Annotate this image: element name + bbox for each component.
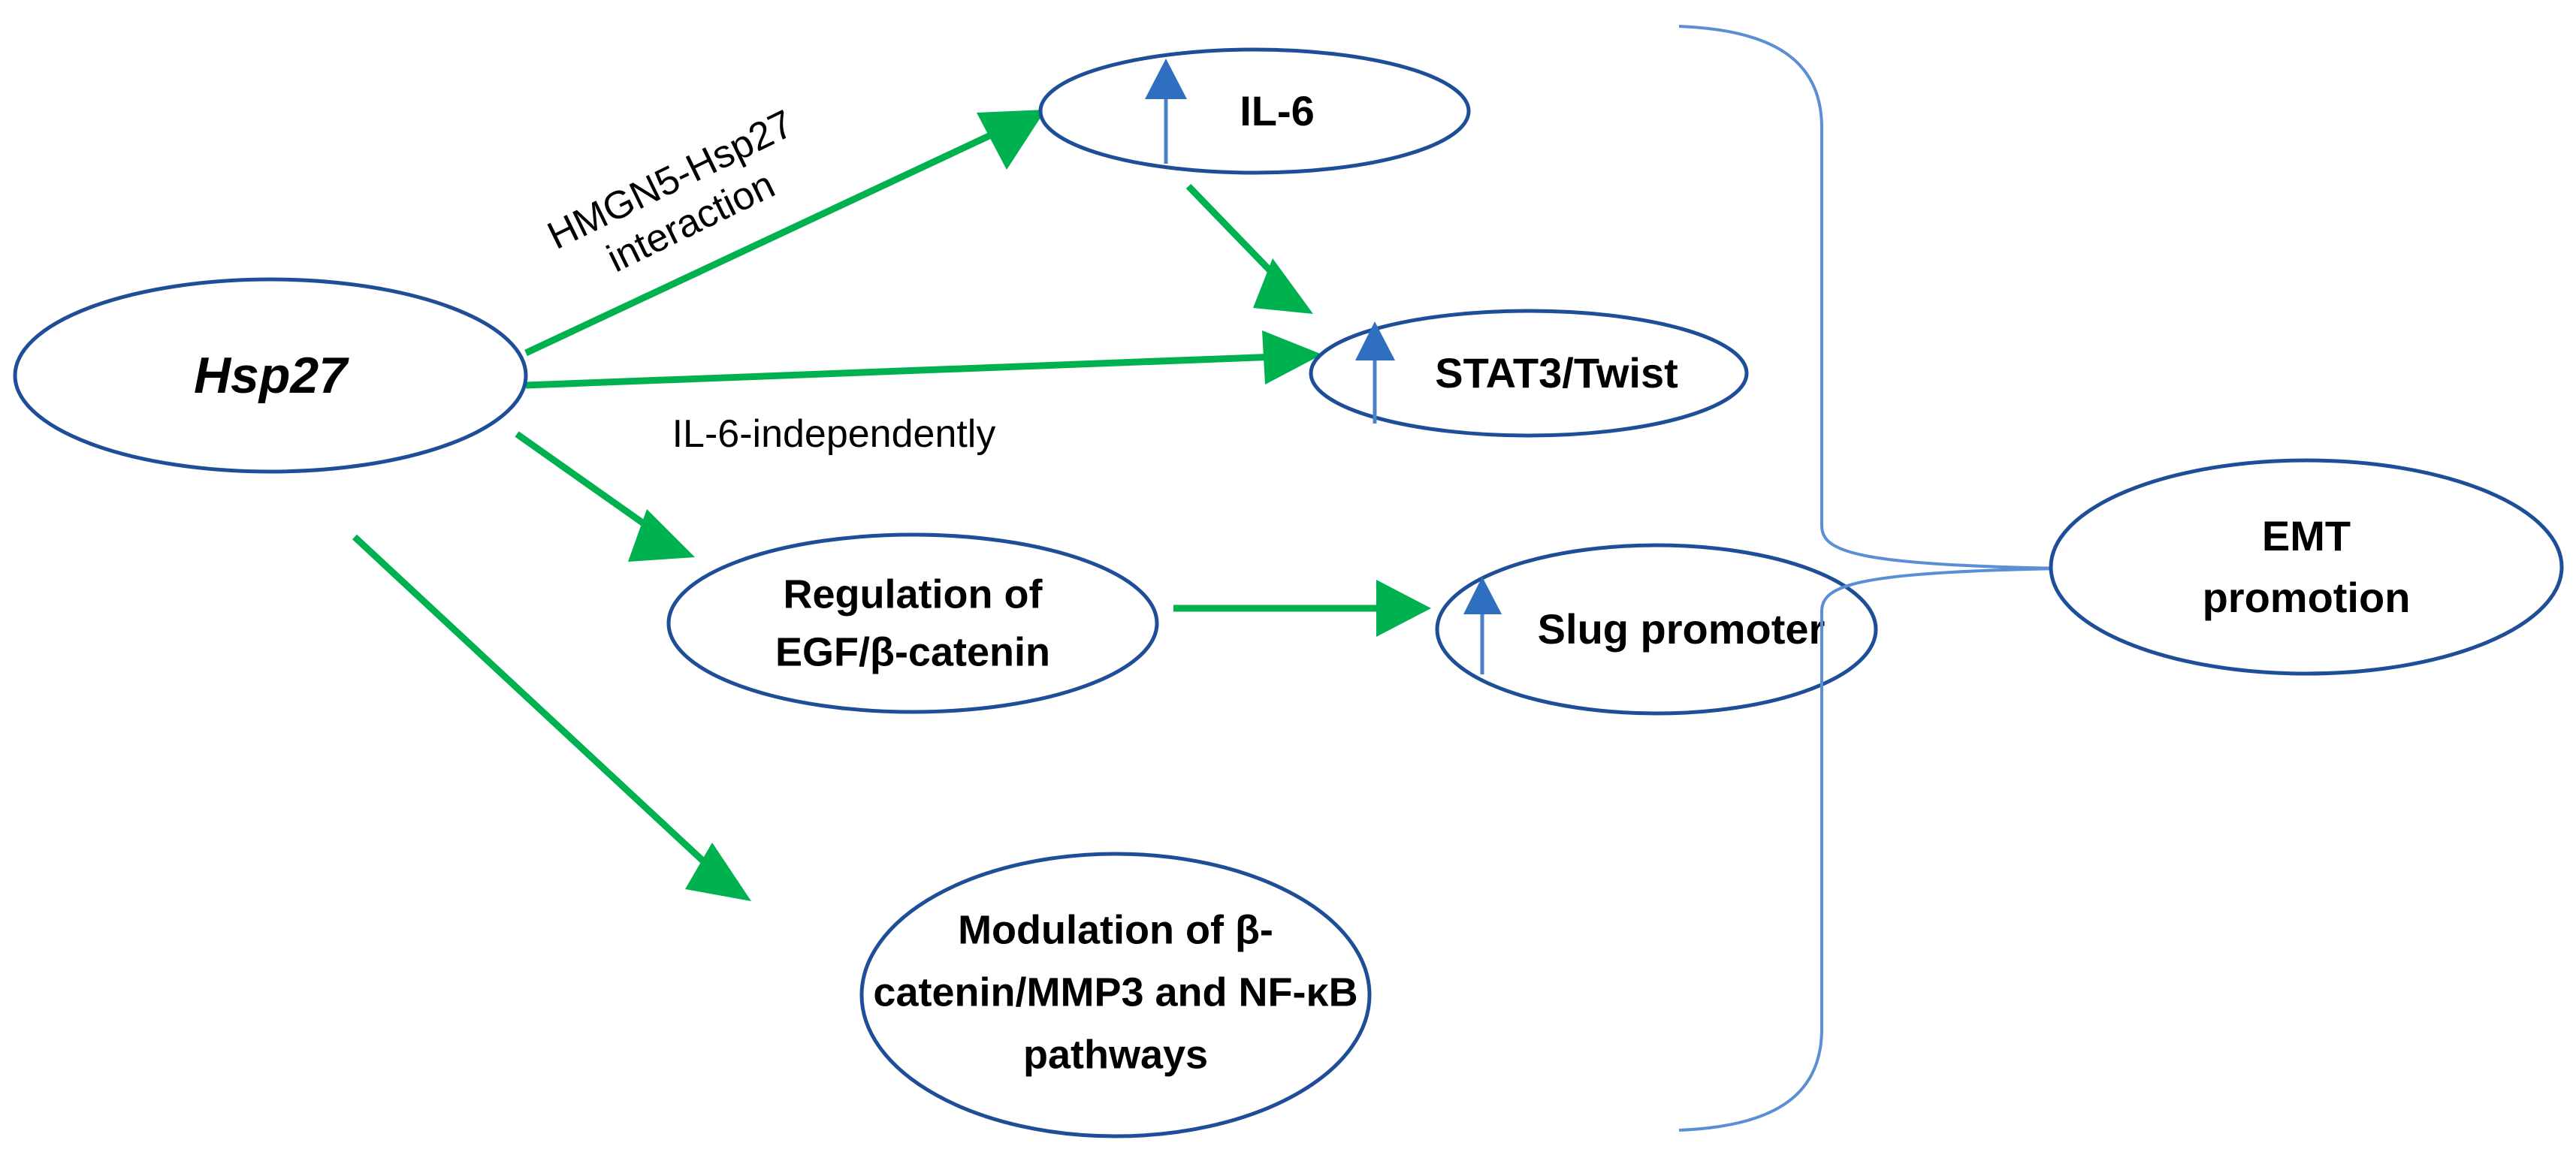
node-modulation-pathways-label-line2: catenin/MMP3 and NF-κB [873, 969, 1357, 1015]
up-arrow-icon-slug-head [1463, 577, 1502, 614]
edge-hsp27-to-modulation-line [352, 534, 712, 870]
edge-hsp27-to-stat3-line [525, 353, 1278, 389]
edge-hsp27-to-regulation-arrowhead [628, 509, 695, 562]
edge-hsp27-to-il6-arrowhead [977, 110, 1046, 170]
edge-hsp27-to-regulation [515, 431, 695, 562]
node-emt-promotion-ellipse[interactable] [2049, 458, 2564, 676]
node-regulation-egf-bcatenin[interactable]: Regulation of EGF/β-catenin [666, 532, 1159, 714]
node-emt-promotion-label-line2: promotion [2203, 574, 2411, 621]
node-il6-label: IL-6 [1240, 87, 1315, 134]
edge-hsp27-to-modulation-arrowhead [685, 843, 751, 901]
node-hsp27[interactable]: Hsp27 [13, 277, 528, 474]
edge-il6-to-stat3-arrowhead [1253, 258, 1313, 314]
node-modulation-pathways-ellipse[interactable] [859, 852, 1372, 1138]
edge-il6-to-stat3 [1185, 183, 1313, 314]
grouping-brace-lower [1678, 567, 2063, 1132]
up-arrow-icon-il6 [1145, 59, 1187, 164]
node-regulation-egf-bcatenin-ellipse[interactable] [666, 532, 1159, 714]
edge-hsp27-to-regulation-line [515, 431, 654, 532]
edge-il6-to-stat3-line [1185, 183, 1280, 281]
node-slug-promoter[interactable]: Slug promoter [1435, 543, 1878, 716]
up-arrow-icon-slug [1463, 577, 1502, 674]
node-regulation-egf-bcatenin-label-line2: EGF/β-catenin [775, 629, 1050, 674]
node-slug-promoter-label: Slug promoter [1538, 605, 1826, 653]
node-modulation-pathways[interactable]: Modulation of β- catenin/MMP3 and NF-κB … [859, 852, 1372, 1138]
edge-hsp27-to-stat3 [525, 330, 1322, 389]
node-stat3-twist-label: STAT3/Twist [1435, 349, 1678, 397]
grouping-brace [1678, 25, 2063, 1132]
node-emt-promotion[interactable]: EMT promotion [2049, 458, 2564, 676]
up-arrow-icon-stat3-head [1355, 321, 1395, 360]
node-il6[interactable]: IL-6 [1038, 47, 1471, 175]
node-modulation-pathways-label-line3: pathways [1023, 1032, 1208, 1077]
node-emt-promotion-label-line1: EMT [2262, 512, 2351, 559]
edge-label-il6-independently: IL-6-independently [672, 412, 996, 456]
edge-hsp27-to-il6-line [524, 124, 1008, 357]
node-slug-promoter-ellipse[interactable] [1435, 543, 1878, 716]
node-hsp27-ellipse[interactable] [13, 277, 528, 474]
node-il6-ellipse[interactable] [1038, 47, 1471, 175]
up-arrow-icon-stat3 [1355, 321, 1395, 424]
edge-hsp27-to-il6 [524, 110, 1046, 357]
node-modulation-pathways-label-line1: Modulation of β- [958, 907, 1273, 952]
grouping-brace-upper [1678, 25, 2063, 570]
edge-regulation-to-slug [1173, 580, 1431, 637]
node-regulation-egf-bcatenin-label-line1: Regulation of [784, 571, 1043, 617]
edge-label-hmgn5-interaction: HMGN5-Hsp27 interaction [541, 102, 800, 281]
edge-hsp27-to-modulation [352, 534, 751, 901]
up-arrow-icon-il6-head [1145, 59, 1187, 99]
edge-regulation-to-slug-arrowhead [1376, 580, 1431, 637]
node-stat3-twist[interactable]: STAT3/Twist [1309, 309, 1749, 438]
node-hsp27-label: Hsp27 [194, 347, 349, 404]
edge-hsp27-to-stat3-arrowhead [1262, 330, 1322, 384]
node-stat3-twist-ellipse[interactable] [1309, 309, 1749, 438]
